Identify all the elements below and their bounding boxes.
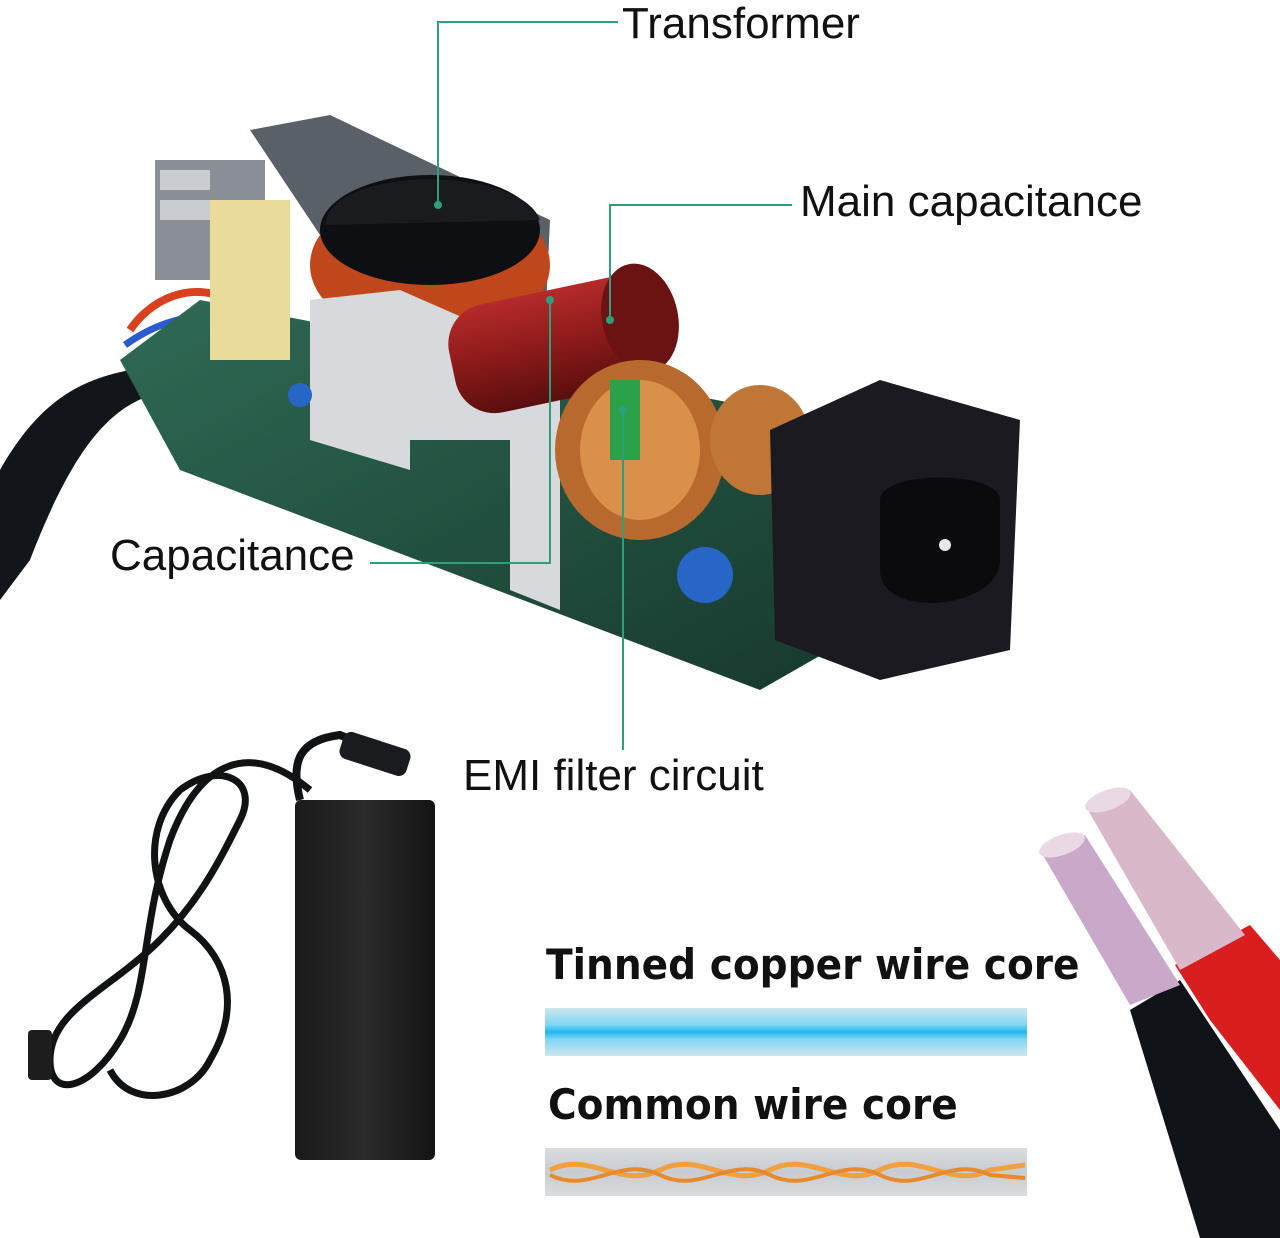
callout-lines [370,21,792,750]
transformer-leader [437,21,618,205]
emi-filter-label: EMI filter circuit [463,751,764,800]
power-supply-board [0,115,1020,690]
tinned-core-bar [545,1008,1027,1056]
ferrite-bead [339,731,411,777]
main-capacitance-leader [609,204,792,320]
output-cable [0,360,170,600]
ac-inlet [770,380,1020,680]
common-core-bar [545,1148,1027,1196]
copper-strands-1 [1085,790,1245,970]
main-capacitance-label: Main capacitance [800,177,1143,226]
dc-plug [28,1030,52,1080]
capacitance-label: Capacitance [110,531,355,580]
adapter-body [295,800,435,1160]
black-sheath [1130,980,1280,1238]
red-sheath [1175,925,1280,1110]
dual-core-cable [1039,787,1280,1238]
common-core-label: Common wire core [548,1080,958,1129]
adapter-brick [28,730,435,1160]
transformer-label: Transformer [622,0,860,48]
adapter-cord [46,759,313,1099]
emi-coil [555,360,810,540]
y-capacitor [210,200,290,360]
tinned-core-label: Tinned copper wire core [546,940,1080,989]
copper-strands-2 [1040,835,1180,1005]
capacitance-leader [370,300,551,564]
blue-capacitor [677,547,733,603]
